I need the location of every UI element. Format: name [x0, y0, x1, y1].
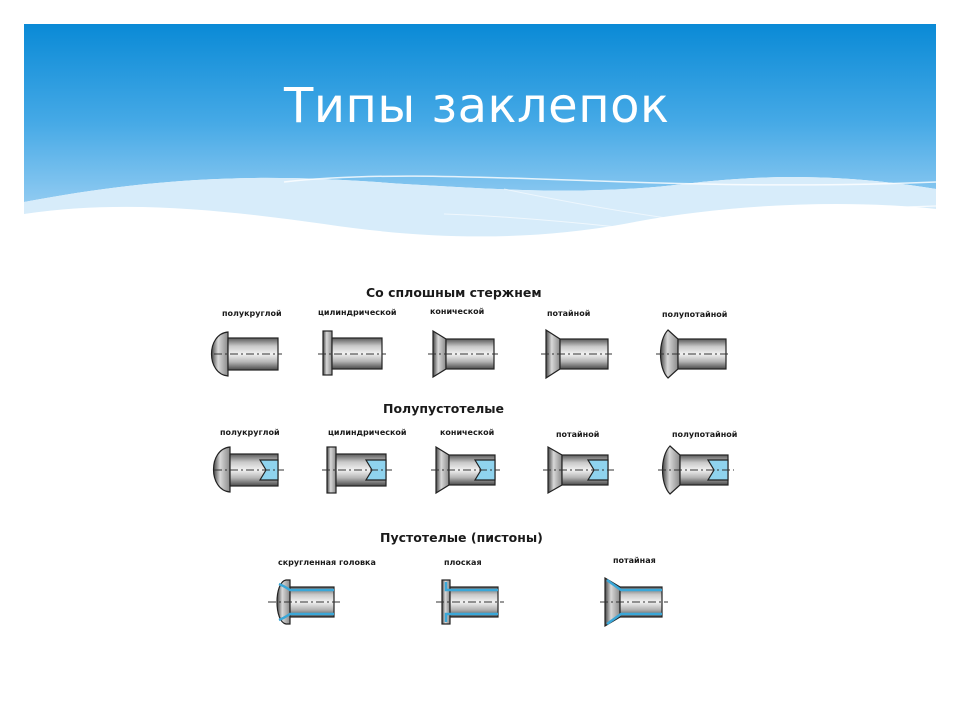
rivet-semi-conical	[431, 445, 500, 495]
rivet-hollow-flat	[436, 579, 504, 625]
rivet-label-semi-countersunk: потайной	[556, 430, 600, 439]
rivet-label-hollow-countersunk: потайная	[613, 556, 656, 565]
section-title-hollow: Пустотелые (пистоны)	[380, 530, 543, 545]
rivet-label-semi-semi-countersunk: полупотайной	[672, 430, 738, 439]
rivet-label-semi-conical: конической	[440, 428, 495, 437]
rivet-label-solid-countersunk: потайной	[547, 309, 591, 318]
rivet-label-hollow-flat: плоская	[444, 558, 482, 567]
rivet-hollow-rounded	[268, 579, 340, 625]
rivet-label-semi-cylindrical: цилиндрической	[328, 428, 407, 437]
rivet-semi-countersunk	[543, 445, 614, 495]
rivet-label-solid-cylindrical: цилиндрической	[318, 308, 397, 317]
section-title-solid: Со сплошным стержнем	[366, 285, 542, 300]
rivet-solid-cylindrical	[318, 330, 386, 376]
rivet-solid-round	[210, 331, 282, 377]
section-title-semi-hollow: Полупустотелые	[383, 401, 505, 416]
slide-title: Типы заклепок	[284, 78, 670, 134]
rivet-hollow-countersunk	[600, 576, 668, 628]
rivet-label-semi-round: полукруглой	[220, 428, 280, 437]
rivet-label-solid-round: полукруглой	[222, 309, 282, 318]
rivet-label-solid-conical: конической	[430, 307, 485, 316]
rivet-label-solid-semi-countersunk: полупотайной	[662, 310, 728, 319]
rivet-solid-conical	[428, 329, 498, 379]
header-wave-background	[24, 24, 937, 265]
rivet-semi-cylindrical	[322, 446, 392, 494]
rivet-semi-semi-countersunk	[658, 445, 734, 495]
rivet-solid-semi-countersunk	[656, 329, 730, 379]
rivet-solid-countersunk	[541, 328, 612, 380]
rivet-label-hollow-rounded: скругленная головка	[278, 558, 376, 567]
rivet-semi-round	[212, 446, 284, 493]
slide-header	[24, 24, 937, 274]
